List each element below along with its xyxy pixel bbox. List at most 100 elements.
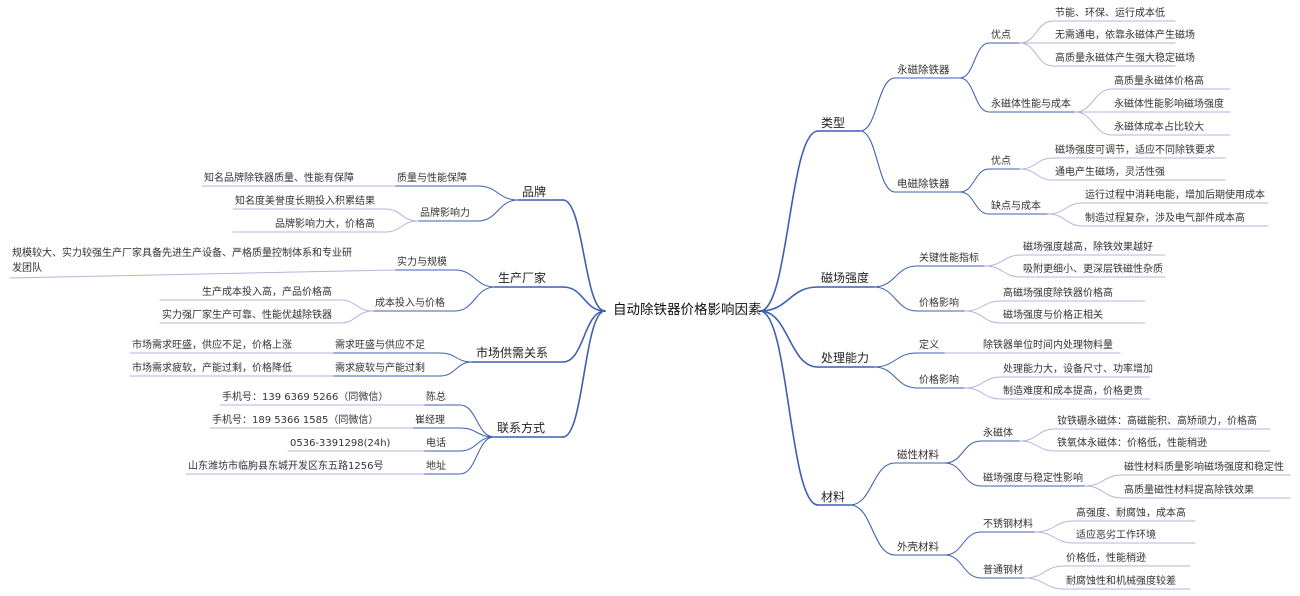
leaf-capacity-price-2: 制造难度和成本提高，价格更贵 <box>1003 386 1143 397</box>
node-ordinary-steel[interactable]: 普通钢材 <box>983 565 1023 576</box>
connector <box>1024 565 1065 579</box>
connector <box>959 168 990 193</box>
connector <box>562 199 606 312</box>
node-contact-tel[interactable]: 电话 <box>426 438 446 449</box>
leaf-cost-1: 生产成本投入高，产品价格高 <box>202 287 332 298</box>
leaf-em-cost-1: 运行过程中消耗电能，增加后期使用成本 <box>1085 190 1265 201</box>
leaf-tel-number: 0536-3391298(24h) <box>290 438 391 449</box>
leaf-pm-cost-2: 永磁体性能影响磁场强度 <box>1114 99 1224 110</box>
connector <box>964 387 1002 400</box>
node-contact-address[interactable]: 地址 <box>426 461 446 472</box>
underline <box>9 269 396 279</box>
connector <box>984 254 1022 267</box>
node-strength-price-impact[interactable]: 价格影响 <box>919 298 959 309</box>
connector <box>1074 88 1113 113</box>
node-permanent-magnet-separator[interactable]: 永磁除铁器 <box>897 64 950 76</box>
node-electromagnetic-separator[interactable]: 电磁除铁器 <box>897 178 950 190</box>
connector <box>964 300 1002 312</box>
connector <box>859 77 896 132</box>
topic-magnetic-strength[interactable]: 磁场强度 <box>821 271 870 285</box>
leaf-influence-1: 知名度美誉度长期投入积累结果 <box>235 196 375 207</box>
leaf-strength-price-1: 高磁场强度除铁器价格高 <box>1003 288 1113 299</box>
leaf-quality-1: 知名品牌除铁器质量、性能有保障 <box>204 173 354 184</box>
connector <box>459 436 495 452</box>
topic-supply-demand[interactable]: 市场供需关系 <box>476 346 549 360</box>
node-magnetic-material[interactable]: 磁性材料 <box>897 449 939 461</box>
leaf-ordinary-1: 价格低，性能稍逊 <box>1066 553 1146 564</box>
node-brand-influence[interactable]: 品牌影响力 <box>420 208 470 219</box>
leaf-strength-1: 磁场强度越高，除铁效果越好 <box>1023 242 1153 253</box>
leaf-cui-phone: 手机号：189 5366 1585（同微信） <box>212 415 379 426</box>
connector <box>1019 428 1056 442</box>
connector <box>439 361 473 377</box>
topic-manufacturer[interactable]: 生产厂家 <box>498 271 547 285</box>
node-capacity-definition[interactable]: 定义 <box>919 340 939 351</box>
topic-type[interactable]: 类型 <box>821 116 846 130</box>
connector <box>944 462 982 487</box>
topic-brand[interactable]: 品牌 <box>522 185 547 199</box>
topic-contact[interactable]: 联系方式 <box>497 421 546 435</box>
connector <box>959 77 990 113</box>
topic-materials[interactable]: 材料 <box>821 490 846 504</box>
leaf-weak-demand: 市场需求疲软，产能过剩，价格降低 <box>132 363 292 374</box>
leaf-pm-cost-3: 永磁体成本占比较大 <box>1114 122 1204 133</box>
connector <box>873 265 918 288</box>
connector <box>759 286 819 312</box>
leaf-pm-adv-2: 无需通电，依靠永磁体产生磁场 <box>1055 30 1195 41</box>
connector <box>759 310 819 506</box>
connector <box>454 286 496 312</box>
node-strength-scale[interactable]: 实力与规模 <box>397 257 447 268</box>
connector <box>562 310 606 363</box>
node-permanent-magnet[interactable]: 永磁体 <box>983 428 1013 439</box>
node-pm-advantages[interactable]: 优点 <box>991 30 1011 41</box>
node-strength-stability[interactable]: 磁场强度与稳定性影响 <box>983 473 1083 484</box>
node-cost-investment-price[interactable]: 成本投入与价格 <box>375 298 445 309</box>
leaf-stainless-2: 适应恶劣工作环境 <box>1076 530 1156 541</box>
root-topic[interactable]: 自动除铁器价格影响因素 <box>613 302 762 318</box>
leaf-em-adv-1: 磁场强度可调节，适应不同除铁要求 <box>1055 145 1215 156</box>
leaf-ndfeb: 钕铁硼永磁体：高磁能积、高矫顽力，价格高 <box>1057 416 1257 427</box>
connector <box>1019 157 1054 170</box>
node-em-advantages[interactable]: 优点 <box>991 156 1011 167</box>
connector <box>759 310 819 368</box>
node-key-indicator[interactable]: 关键性能指标 <box>919 253 979 264</box>
connector <box>759 130 819 312</box>
node-contact-cui[interactable]: 崔经理 <box>415 415 445 426</box>
topic-capacity[interactable]: 处理能力 <box>821 351 870 365</box>
leaf-capacity-def: 除铁器单位时间内处理物料量 <box>983 340 1113 351</box>
connector <box>1019 168 1054 181</box>
connector <box>562 310 606 438</box>
leaf-stainless-1: 高强度、耐腐蚀，成本高 <box>1076 508 1186 519</box>
node-weak-demand[interactable]: 需求疲软与产能过剩 <box>335 363 425 374</box>
node-quality-assurance[interactable]: 质量与性能保障 <box>397 173 467 184</box>
leaf-ordinary-2: 耐腐蚀性和机械强度较差 <box>1066 576 1176 587</box>
connector <box>454 269 496 288</box>
leaf-strength-2: 吸附更细小、更深层铁磁性杂质 <box>1023 264 1163 275</box>
connector <box>459 404 495 438</box>
leaf-capacity-price-1: 处理能力大，设备尺寸、功率增加 <box>1003 364 1153 375</box>
node-contact-chen[interactable]: 陈总 <box>426 392 446 403</box>
connector <box>1047 202 1084 215</box>
leaf-high-demand: 市场需求旺盛，供应不足，价格上涨 <box>132 340 292 351</box>
node-pm-performance-cost[interactable]: 永磁体性能与成本 <box>991 99 1071 110</box>
connector <box>1034 520 1075 533</box>
connector <box>459 427 495 438</box>
node-capacity-price-impact[interactable]: 价格影响 <box>919 375 959 386</box>
connector <box>964 310 1002 324</box>
node-stainless-steel[interactable]: 不锈钢材料 <box>983 519 1033 530</box>
node-em-drawbacks-cost[interactable]: 缺点与成本 <box>991 201 1041 212</box>
connector <box>944 554 982 579</box>
connector <box>339 310 374 324</box>
node-housing-material[interactable]: 外壳材料 <box>897 541 939 553</box>
node-high-demand[interactable]: 需求旺盛与供应不足 <box>335 340 425 351</box>
leaf-strength-price-2: 磁场强度与价格正相关 <box>1003 310 1103 321</box>
connector <box>384 220 419 233</box>
leaf-pm-cost-1: 高质量永磁体价格高 <box>1114 76 1204 87</box>
connector <box>384 208 419 222</box>
connector <box>1019 20 1054 44</box>
connector <box>959 191 990 215</box>
connector <box>964 376 1002 389</box>
connector <box>1084 485 1123 499</box>
